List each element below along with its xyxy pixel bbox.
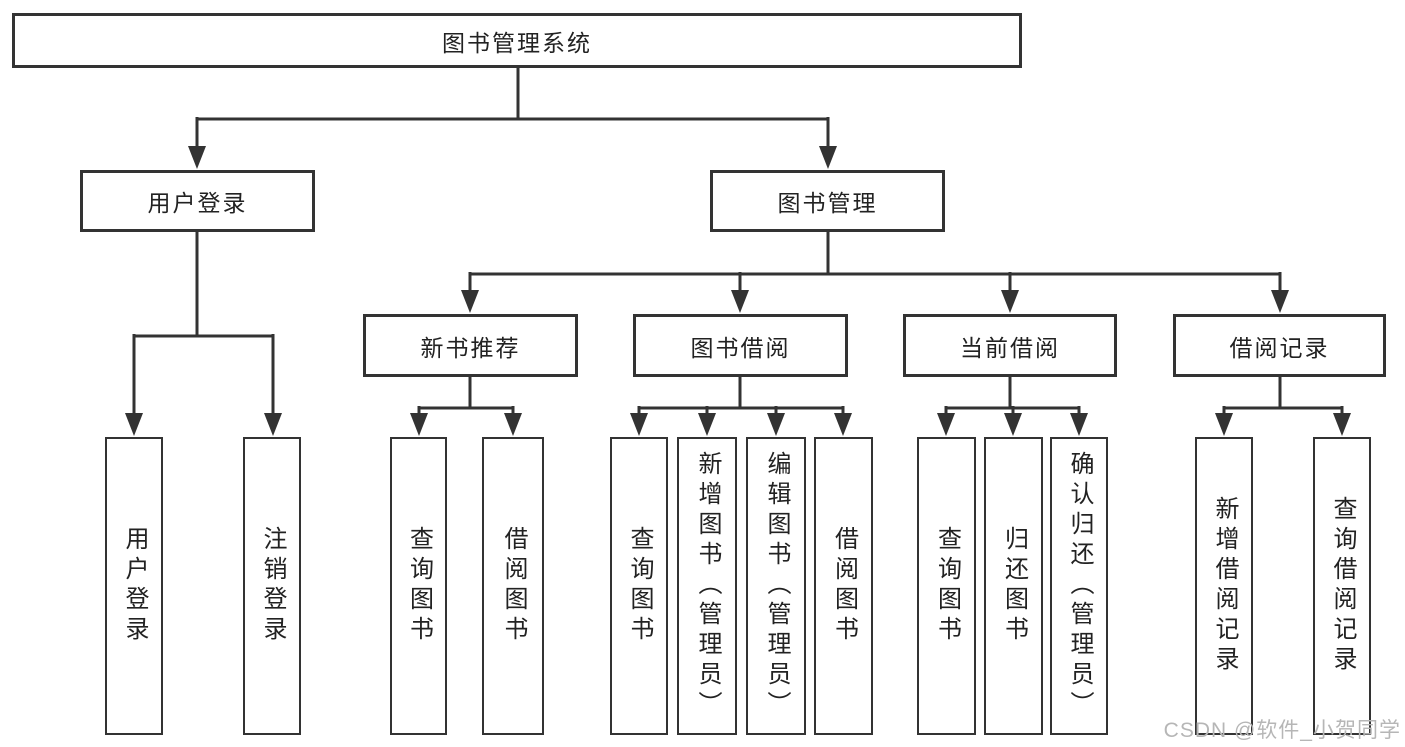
leaf-query-books-current: 查询图书	[917, 437, 976, 735]
leaf-label: 用户登录	[121, 526, 148, 646]
leaf-user-login: 用户登录	[105, 437, 163, 735]
arrowhead-down-icon	[834, 413, 852, 436]
leaf-label: 确认归还（管理员）	[1066, 451, 1093, 721]
connector-borrow-records-to-leaves	[1215, 376, 1351, 436]
leaf-add-borrow-record: 新增借阅记录	[1195, 437, 1253, 735]
arrowhead-down-icon	[819, 146, 837, 169]
leaf-label: 查询图书	[933, 526, 961, 646]
csdn-watermark: CSDN @软件_小贺同学	[1163, 719, 1401, 742]
leaf-logout: 注销登录	[243, 437, 301, 735]
leaf-label: 新增图书（管理员）	[694, 451, 721, 721]
connector-book-management-to-level3	[461, 231, 1289, 313]
arrowhead-down-icon	[461, 290, 479, 313]
arrowhead-down-icon	[1004, 413, 1022, 436]
leaf-label: 新增借阅记录	[1211, 496, 1238, 676]
leaf-query-books-recommend: 查询图书	[390, 437, 447, 735]
node-current-borrow: 当前借阅	[903, 314, 1117, 377]
node-root-system: 图书管理系统	[12, 13, 1022, 68]
connector-user-login-to-leaves	[125, 231, 282, 436]
arrowhead-down-icon	[410, 413, 428, 436]
leaf-label: 借阅图书	[500, 526, 527, 646]
arrowhead-down-icon	[1271, 290, 1289, 313]
leaf-label: 归还图书	[1000, 526, 1028, 646]
leaf-add-books-admin: 新增图书（管理员）	[677, 437, 737, 735]
leaf-label: 查询图书	[626, 526, 653, 646]
leaf-borrow-books-recommend: 借阅图书	[482, 437, 544, 735]
connector-current-borrow-to-leaves	[937, 376, 1088, 436]
leaf-label: 注销登录	[259, 526, 286, 646]
arrowhead-down-icon	[767, 413, 785, 436]
arrowhead-down-icon	[1001, 290, 1019, 313]
connector-new-book-recommend-to-leaves	[410, 376, 522, 436]
node-user-login: 用户登录	[80, 170, 315, 232]
arrowhead-down-icon	[698, 413, 716, 436]
leaf-confirm-return-admin: 确认归还（管理员）	[1050, 437, 1108, 735]
arrowhead-down-icon	[937, 413, 955, 436]
leaf-query-books-borrow: 查询图书	[610, 437, 668, 735]
node-new-book-recommend: 新书推荐	[363, 314, 578, 377]
connector-book-borrow-to-leaves	[630, 376, 852, 436]
leaf-borrow-books: 借阅图书	[814, 437, 873, 735]
node-book-borrow: 图书借阅	[633, 314, 848, 377]
leaf-edit-books-admin: 编辑图书（管理员）	[746, 437, 806, 735]
leaf-label: 查询图书	[405, 526, 433, 646]
leaf-label: 编辑图书（管理员）	[763, 451, 790, 721]
node-book-management: 图书管理	[710, 170, 945, 232]
arrowhead-down-icon	[125, 413, 143, 436]
leaf-query-borrow-record: 查询借阅记录	[1313, 437, 1371, 735]
arrowhead-down-icon	[188, 146, 206, 169]
arrowhead-down-icon	[1070, 413, 1088, 436]
connector-root-to-level2	[188, 67, 837, 169]
leaf-label: 借阅图书	[830, 526, 858, 646]
arrowhead-down-icon	[1215, 413, 1233, 436]
node-borrow-records: 借阅记录	[1173, 314, 1386, 377]
arrowhead-down-icon	[264, 413, 282, 436]
arrowhead-down-icon	[504, 413, 522, 436]
arrowhead-down-icon	[1333, 413, 1351, 436]
leaf-label: 查询借阅记录	[1329, 496, 1356, 676]
leaf-return-books: 归还图书	[984, 437, 1043, 735]
arrowhead-down-icon	[731, 290, 749, 313]
arrowhead-down-icon	[630, 413, 648, 436]
